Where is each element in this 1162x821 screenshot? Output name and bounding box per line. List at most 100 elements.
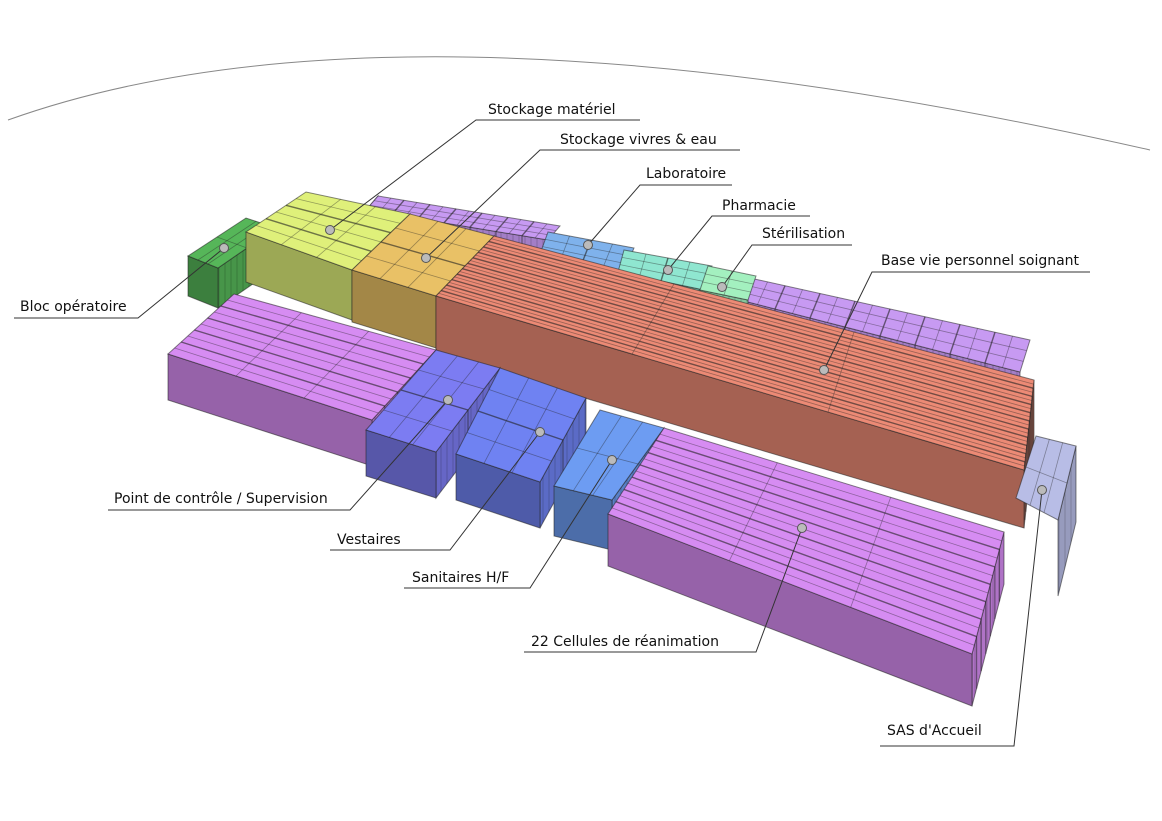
leader-pharmacie [667,215,810,271]
block-sas-accueil-panel-row [1029,439,1050,506]
block-base-vie-unit-divider [483,246,1033,398]
block-back-purple-row-panel-line [456,210,470,226]
block-reanimation-right-unit-divider [655,439,1000,551]
marker-dot-laboratoire [583,240,593,250]
block-stockage-vivres-panel-row [379,221,439,279]
block-stockage-vivres-panel-line [366,255,451,282]
block-base-vie [435,235,1035,529]
block-back-purple-right-unit-divider [949,324,961,355]
block-point-controle-panel-line [383,409,453,432]
block-reanimation-left-unit-divider [207,317,411,379]
block-stockage-materiel-panel-line [295,198,401,224]
block-reanimation-left-panel-line [227,299,430,358]
marker-dot-point-controle [443,395,453,405]
leader-sas-accueil [880,489,1043,747]
label-point-controle: Point de contrôle / Supervision [114,491,328,507]
block-reanimation-right-panel-line [627,482,984,611]
marker-dot-cellules [797,523,807,533]
block-laboratoire-panel-row [542,246,628,265]
leader-vestaires [330,431,541,551]
block-back-purple-row-panel-line [534,223,548,239]
block-back-purple-row-panel-row [369,204,553,236]
block-base-vie-unit-divider [441,289,1026,463]
block-reanimation-right-top-face [607,427,1005,655]
block-reanimation-right-panel-line [619,495,979,629]
block-point-controle-panel-row [389,355,458,438]
block-bloc-operatoire-panel-row [197,221,257,261]
label-sanitaires: Sanitaires H/F [412,570,509,586]
block-base-vie-panel-row [827,331,855,413]
block-base-vie-panel-line [464,265,1030,426]
marker-dot-stockage-vivres [421,253,431,263]
block-back-purple-row-unit-divider [443,208,457,224]
block-back-purple-right-panel-line [897,312,908,341]
block-reanimation-left-panel-line [214,311,417,372]
block-base-vie-panel-line [449,281,1027,450]
block-back-purple-row-unit-divider [469,212,483,228]
block-base-vie-panel-line [454,276,1028,442]
block-sanitaires-panel-row [572,415,622,491]
marker-dot-sas-accueil [1037,485,1047,495]
block-stockage-materiel-unit-divider [285,204,391,234]
label-pharmacie: Pharmacie [722,198,796,214]
block-back-purple-right-panel-line [967,328,978,359]
block-reanimation-left-panel-row [235,312,302,377]
block-sas-accueil-top-face [1015,435,1077,521]
marker-dots [219,225,1047,533]
block-sas-accueil-panel-row [1043,442,1064,513]
label-vestaires: Vestaires [337,532,401,548]
block-base-vie-panel-line [491,238,1034,385]
block-reanimation-left-unit-divider [180,341,386,407]
leader-sanitaires [404,459,613,589]
block-back-purple-right-panel-line [827,297,838,323]
block-vestaires-panel-line [466,432,552,462]
block-reanimation-left-panel-line [174,347,379,414]
block-reanimation-right-unit-divider [647,451,996,568]
block-sas-accueil-panel-line [1025,466,1068,484]
block-reanimation-right-panel-row [728,462,778,561]
block-back-purple-row-panel-line [430,206,444,221]
block-back-purple-right-unit-divider [809,293,821,319]
leader-base-vie [823,271,1090,371]
block-reanimation-right [607,427,1005,707]
block-vestaires-panel-line [488,389,575,420]
block-base-vie-panel-line [470,260,1031,418]
block-base-vie-panel-row [631,283,675,355]
block-laboratoire-panel-line [602,243,613,268]
marker-dot-sanitaires [607,455,617,465]
block-reanimation-right-unit-divider [623,488,982,620]
block-sas-accueil [1015,435,1077,597]
block-reanimation-right-unit-divider [639,464,991,585]
block-reanimation-right-panel-line [611,507,975,646]
leader-cellules [524,527,803,653]
block-base-vie-panel-line [475,254,1031,410]
block-base-vie-unit-divider [488,240,1034,389]
block-base-vie-unit-divider [477,251,1032,406]
block-back-purple-row-panel-row [373,200,557,232]
block-sas-accueil-front-ribs [1058,446,1076,596]
block-reanimation-right-panel-line [651,446,998,559]
leader-stockage-materiel [329,119,640,231]
block-base-vie-unit-divider [467,262,1030,422]
block-sterilisation-panel-row [705,273,754,285]
block-base-vie-unit-divider [472,257,1031,414]
block-back-purple-right-panel-line [1002,336,1013,368]
block-back-purple-right-panel-line [757,281,768,305]
block-base-vie-unit-divider [446,284,1027,455]
block-vestaires-panel-row [483,377,530,464]
block-vestaires-unit-divider [477,410,564,441]
block-reanimation-left-panel-row [303,331,369,399]
block-base-vie-unit-divider [456,273,1028,438]
marker-dot-vestaires [535,427,545,437]
block-reanimation-right-panel-line [659,433,1002,542]
leader-point-controle [108,399,449,511]
block-stockage-vivres-panel-line [395,227,480,252]
block-base-vie-panel-line [480,249,1032,401]
leader-laboratoire [587,184,732,246]
label-laboratoire: Laboratoire [646,166,726,182]
block-base-vie-unit-divider [451,278,1027,447]
block-point-controle-panel-line [418,369,485,390]
block-sanitaires-panel-row [592,421,643,496]
block-reanimation-right-panel-line [635,470,989,594]
